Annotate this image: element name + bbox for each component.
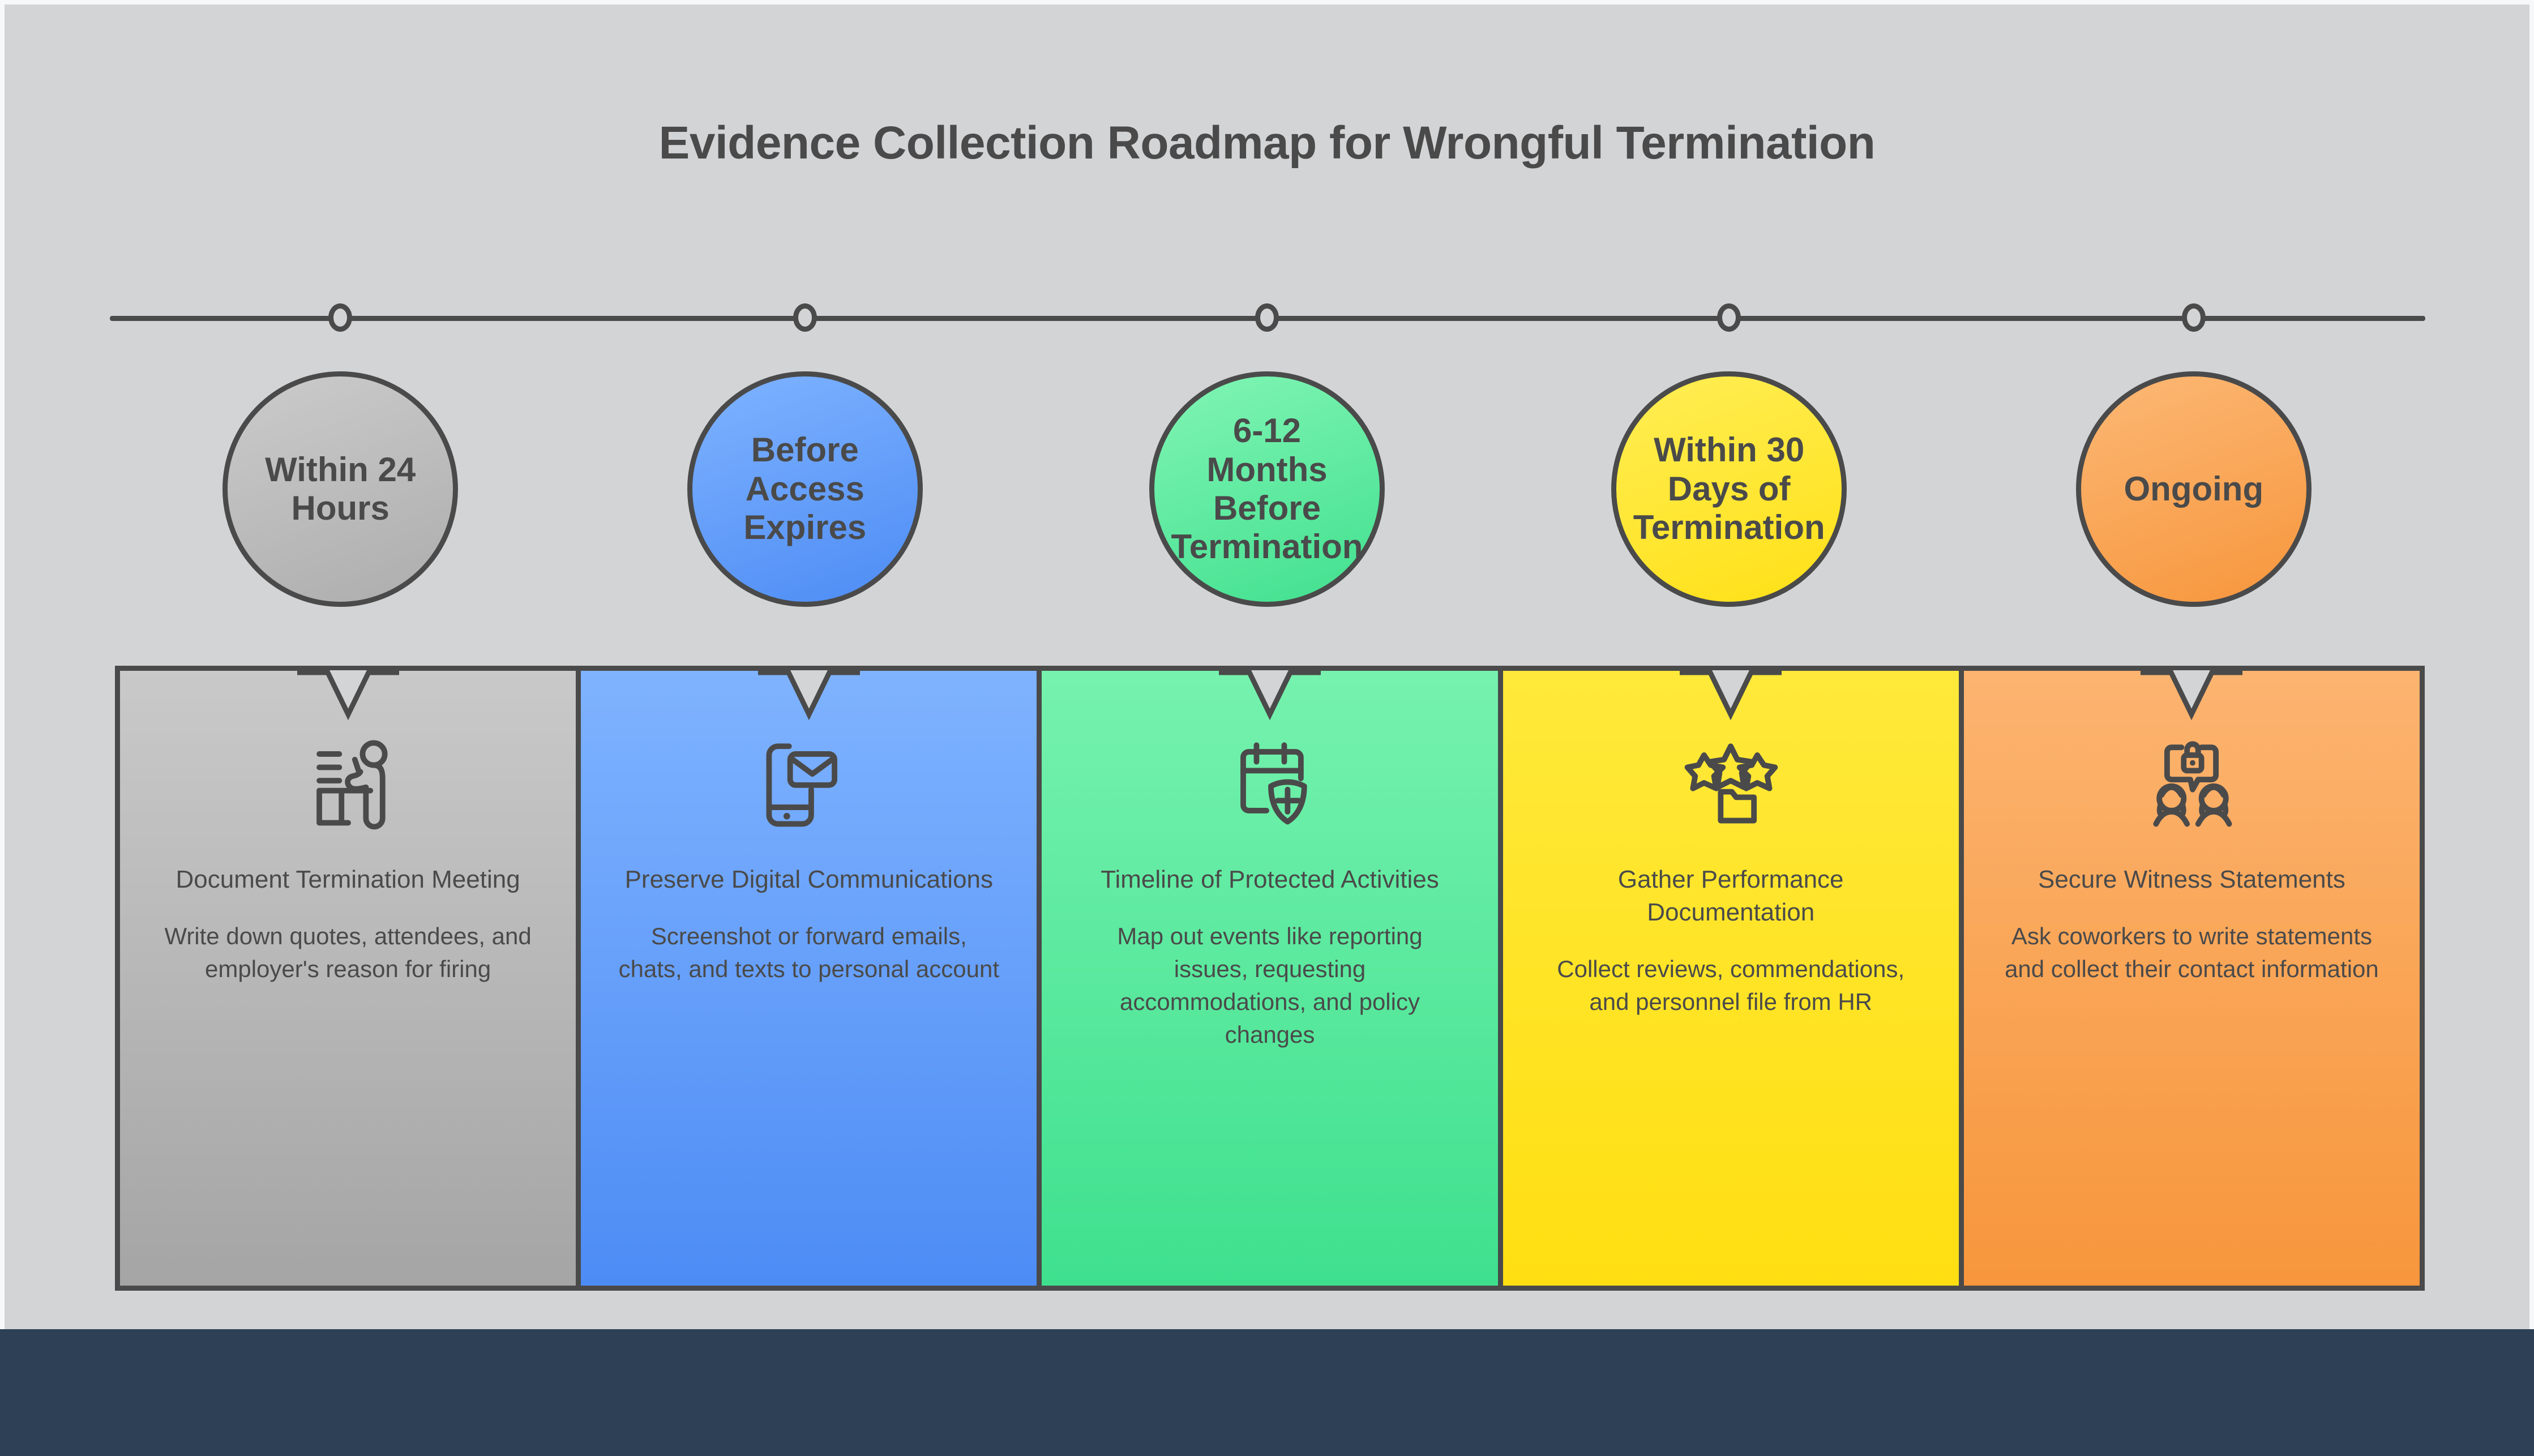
timing-circle-label: Ongoing (2124, 469, 2264, 508)
card-notch-pointer (1676, 670, 1786, 729)
timeline-marker-1 (328, 303, 353, 332)
timeline-axis (5, 299, 2529, 339)
phone-envelope-icon (750, 725, 868, 836)
timeline-marker-3 (1255, 303, 1279, 332)
card-title: Gather Performance Documentation (1617, 866, 1844, 927)
two-people-lock-speech-icon (2132, 725, 2251, 836)
calendar-shield-icon (1210, 725, 1329, 836)
card-description: Map out events like reporting issues, re… (1117, 923, 1423, 1048)
timing-circle-5[interactable]: Ongoing (2075, 371, 2312, 607)
card-title: Preserve Digital Communications (624, 866, 994, 893)
page-title: Evidence Collection Roadmap for Wrongful… (658, 117, 1876, 169)
card-title: Timeline of Protected Activities (1101, 866, 1439, 893)
card-notch-pointer (754, 670, 863, 729)
timeline-marker-5 (2181, 303, 2206, 332)
card-title: Secure Witness Statements (2038, 866, 2345, 893)
card-notch-pointer (1215, 670, 1324, 729)
stars-folder-icon (1671, 725, 1790, 836)
timeline-marker-2 (793, 303, 817, 332)
timeline-marker-4 (1717, 303, 1741, 332)
card-description: Screenshot or forward emails, chats, and… (618, 923, 1000, 983)
card-description: Write down quotes, attendees, and employ… (164, 923, 532, 983)
infographic-canvas: Evidence Collection Roadmap for Wrongful… (5, 5, 2529, 1329)
card-notch-pointer (293, 670, 403, 729)
card-description: Ask coworkers to write statements and co… (2005, 923, 2379, 983)
card-description: Collect reviews, commendations, and pers… (1557, 956, 1905, 1016)
footer-bar (0, 1329, 2534, 1456)
card-title: Document Termination Meeting (176, 866, 520, 893)
person-at-desk-writing-icon (289, 725, 408, 836)
card-notch-pointer (2137, 670, 2246, 729)
